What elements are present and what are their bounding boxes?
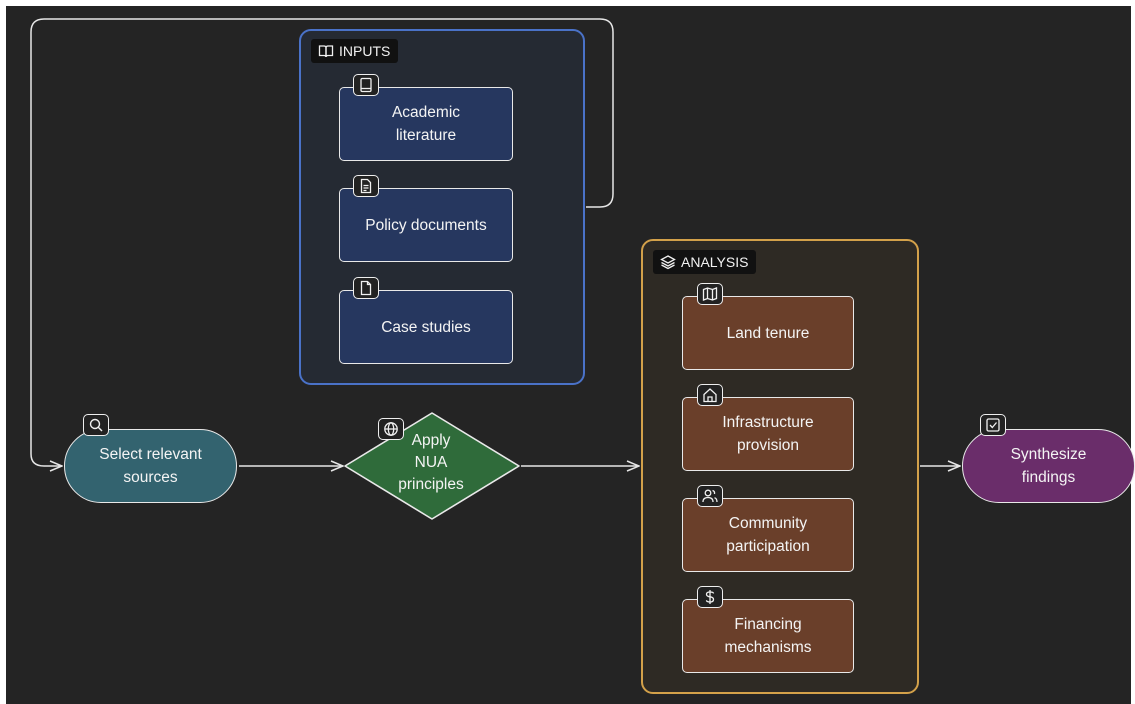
input-node-policy-documents[interactable]: Policy documents (339, 188, 513, 262)
node-label-line: Financing (734, 616, 802, 633)
analysis-node-land-tenure[interactable]: Land tenure (682, 296, 854, 370)
node-label-line: Synthesize (1010, 446, 1087, 463)
node-label-line: Select relevant (99, 446, 202, 463)
node-label-line: Community (728, 515, 808, 532)
inputs-group-title: INPUTS (339, 43, 391, 59)
node-label-line: principles (398, 476, 464, 493)
node-label-line: literature (395, 127, 457, 144)
synthesize-findings-node[interactable]: Synthesize findings (962, 429, 1135, 503)
search-icon (83, 414, 109, 436)
node-label-line: Academic (391, 104, 461, 121)
analysis-node-infrastructure-provision[interactable]: Infrastructure provision (682, 397, 854, 471)
book-open-icon (318, 45, 334, 58)
select-sources-node[interactable]: Select relevant sources (64, 429, 237, 503)
users-icon (697, 485, 723, 507)
node-label: Case studies (381, 318, 471, 336)
node-label-line: participation (726, 538, 810, 555)
node-label-line: findings (1021, 469, 1076, 486)
apply-nua-label: Apply NUA principles (376, 430, 486, 496)
node-label: Policy documents (365, 216, 487, 234)
analysis-node-community-participation[interactable]: Community participation (682, 498, 854, 572)
file-text-icon (353, 175, 379, 197)
node-label-line: NUA (414, 454, 448, 471)
map-icon (697, 283, 723, 305)
input-node-case-studies[interactable]: Case studies (339, 290, 513, 364)
inputs-group-label: INPUTS (311, 39, 399, 63)
check-square-icon (980, 414, 1006, 436)
analysis-node-financing-mechanisms[interactable]: Financing mechanisms (682, 599, 854, 673)
layers-icon (660, 255, 676, 270)
dollar-sign-icon (697, 586, 723, 608)
analysis-group-title: ANALYSIS (681, 254, 749, 270)
home-icon (697, 384, 723, 406)
analysis-group-label: ANALYSIS (653, 250, 757, 274)
input-node-academic-literature[interactable]: Academic literature (339, 87, 513, 161)
file-icon (353, 277, 379, 299)
node-label-line: provision (736, 437, 800, 454)
book-icon (353, 74, 379, 96)
globe-icon (378, 418, 404, 440)
node-label-line: Apply (411, 432, 451, 449)
node-label-line: sources (123, 469, 178, 486)
node-label: Land tenure (726, 324, 810, 342)
node-label-line: mechanisms (724, 639, 812, 656)
node-label-line: Infrastructure (722, 414, 814, 431)
